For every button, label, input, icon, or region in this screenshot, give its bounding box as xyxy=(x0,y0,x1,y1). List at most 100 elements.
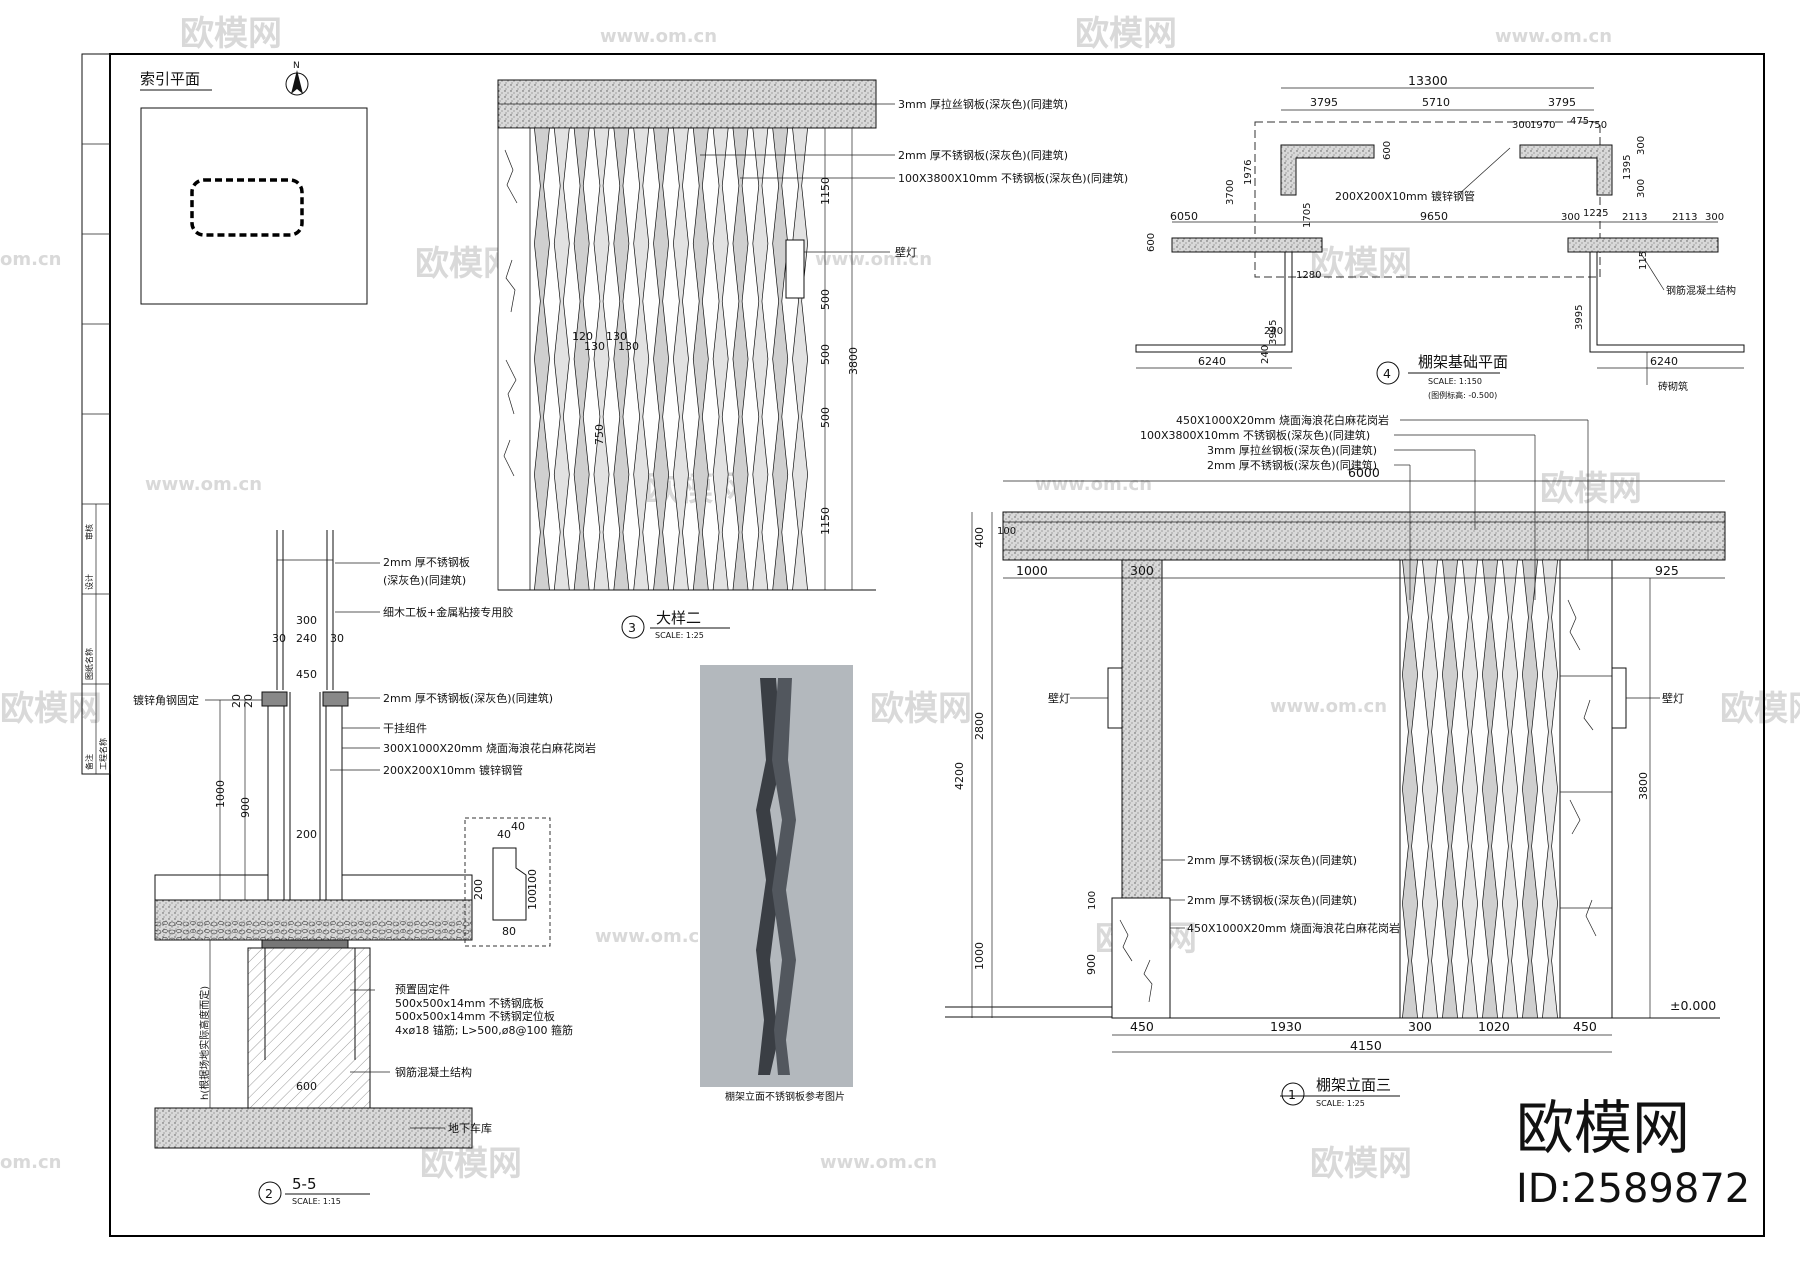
watermark-url-8: www.om.cn xyxy=(595,926,712,947)
index-plan-pergola-outline xyxy=(190,178,304,237)
svg-text:120: 120 xyxy=(572,330,593,343)
svg-text:欧模网: 欧模网 xyxy=(1310,1144,1412,1184)
svg-text:750: 750 xyxy=(1588,120,1607,131)
svg-text:4150: 4150 xyxy=(1350,1038,1382,1053)
watermark-brand-2: 欧模网 xyxy=(1075,14,1177,54)
svg-text:壁灯: 壁灯 xyxy=(1048,691,1070,705)
svg-text:±0.000: ±0.000 xyxy=(1670,998,1716,1013)
index-plan: 索引平面 N xyxy=(140,61,368,305)
svg-text:1000: 1000 xyxy=(1016,563,1048,578)
svg-text:100: 100 xyxy=(526,889,539,910)
svg-text:www.om.cn: www.om.cn xyxy=(820,1152,937,1173)
title-block-strip xyxy=(81,53,111,775)
svg-text:3995: 3995 xyxy=(1268,320,1279,345)
svg-text:ID:2589872: ID:2589872 xyxy=(1516,1166,1750,1212)
section-title: 5-5 xyxy=(292,1175,317,1193)
svg-text:3800: 3800 xyxy=(847,347,860,375)
steel-panel-strip xyxy=(672,127,689,591)
svg-text:SCALE: 1:150: SCALE: 1:150 xyxy=(1428,377,1482,386)
watermark-brand-6: 欧模网 xyxy=(1540,469,1642,509)
svg-text:6240: 6240 xyxy=(1650,355,1678,368)
svg-text:om.cn: om.cn xyxy=(0,1152,61,1173)
svg-text:130: 130 xyxy=(584,340,605,353)
steel-panel-strip xyxy=(553,127,570,591)
svg-text:6240: 6240 xyxy=(1198,355,1226,368)
svg-text:400: 400 xyxy=(973,527,986,548)
svg-text:130: 130 xyxy=(606,330,627,343)
detail-3-number-bubble xyxy=(621,615,645,639)
svg-text:砖砌筑: 砖砌筑 xyxy=(1658,380,1688,393)
pergola-elevation xyxy=(945,480,1726,1053)
watermark-brand-11: 欧模网 xyxy=(420,1144,522,1184)
svg-text:(图例标高: -0.500): (图例标高: -0.500) xyxy=(1428,390,1497,400)
svg-text:200: 200 xyxy=(472,879,485,900)
detail-3-labels: 3mm 厚拉丝钢板(深灰色)(同建筑) 2mm 厚不锈钢板(深灰色)(同建筑) … xyxy=(572,97,1128,640)
svg-text:镀锌角钢固定: 镀锌角钢固定 xyxy=(133,693,199,707)
svg-text:1930: 1930 xyxy=(1270,1019,1302,1034)
foundation-number-bubble xyxy=(1376,361,1400,385)
steel-panel-strip xyxy=(772,127,789,591)
svg-text:240: 240 xyxy=(1264,326,1283,337)
svg-text:欧模网: 欧模网 xyxy=(1720,689,1800,729)
watermark-url-11: om.cn xyxy=(0,1152,61,1173)
svg-text:30: 30 xyxy=(330,632,344,645)
svg-text:h(根据场地实际高度而定): h(根据场地实际高度而定) xyxy=(198,986,211,1100)
svg-text:壁灯: 壁灯 xyxy=(1662,691,1684,705)
svg-text:1150: 1150 xyxy=(819,177,832,205)
svg-text:www.om.cn: www.om.cn xyxy=(1035,474,1152,495)
svg-text:450: 450 xyxy=(1573,1019,1597,1034)
svg-text:www.om.cn: www.om.cn xyxy=(1270,696,1387,717)
svg-text:1000: 1000 xyxy=(973,942,986,970)
watermark-url-2: www.om.cn xyxy=(1495,26,1612,47)
steel-panel-strip xyxy=(613,127,630,591)
svg-text:N: N xyxy=(293,61,300,71)
svg-text:130: 130 xyxy=(618,340,639,353)
steel-panel-strip xyxy=(533,127,550,591)
reference-photo-caption: 棚架立面不锈钢板参考图片 xyxy=(725,1090,845,1103)
svg-text:500: 500 xyxy=(819,407,832,428)
svg-text:欧模网: 欧模网 xyxy=(1516,1094,1690,1162)
svg-text:450X1000X20mm 烧面海浪花白麻花岗岩: 450X1000X20mm 烧面海浪花白麻花岗岩 xyxy=(1187,921,1400,935)
svg-text:925: 925 xyxy=(1655,563,1679,578)
svg-text:500x500x14mm 不锈钢定位板: 500x500x14mm 不锈钢定位板 xyxy=(395,1009,555,1023)
svg-text:SCALE: 1:15: SCALE: 1:15 xyxy=(292,1197,341,1206)
svg-text:600: 600 xyxy=(1146,233,1157,252)
svg-text:600: 600 xyxy=(1382,141,1393,160)
svg-text:100X3800X10mm 不锈钢板(深灰色)(同建筑): 100X3800X10mm 不锈钢板(深灰色)(同建筑) xyxy=(1140,428,1370,442)
index-plan-site-box xyxy=(140,107,368,305)
svg-text:450: 450 xyxy=(1130,1019,1154,1034)
watermark-brand-8: 欧模网 xyxy=(870,689,972,729)
steel-panel-strip xyxy=(633,127,650,591)
svg-text:www.om.cn: www.om.cn xyxy=(1495,26,1612,47)
svg-text:欧模网: 欧模网 xyxy=(180,14,282,54)
svg-text:www.om.cn: www.om.cn xyxy=(145,474,262,495)
svg-text:3700: 3700 xyxy=(1225,180,1236,205)
label-stainless-panel: 100X3800X10mm 不锈钢板(深灰色)(同建筑) xyxy=(898,171,1128,185)
svg-text:4xø18 锚筋; L>500,ø8@100 箍筋: 4xø18 锚筋; L>500,ø8@100 箍筋 xyxy=(395,1023,573,1037)
svg-text:地下车库: 地下车库 xyxy=(448,1121,492,1135)
steel-panel-strip xyxy=(573,127,590,591)
svg-text:1000: 1000 xyxy=(214,780,227,808)
label-brushed-steel: 3mm 厚拉丝钢板(深灰色)(同建筑) xyxy=(898,97,1068,111)
svg-text:图纸名称: 图纸名称 xyxy=(84,648,94,680)
foundation-plan xyxy=(1135,87,1745,369)
svg-text:1150: 1150 xyxy=(819,507,832,535)
svg-text:2mm 厚不锈钢板(深灰色)(同建筑): 2mm 厚不锈钢板(深灰色)(同建筑) xyxy=(1207,458,1377,472)
watermark-brand-9: 欧模网 xyxy=(1720,689,1800,729)
svg-text:9650: 9650 xyxy=(1420,210,1448,223)
foundation-title: 棚架基础平面 xyxy=(1418,353,1508,371)
index-plan-title: 索引平面 xyxy=(140,70,200,88)
svg-text:设计: 设计 xyxy=(84,574,94,590)
steel-panel-strip xyxy=(712,127,729,591)
svg-text:100: 100 xyxy=(1087,891,1098,910)
svg-text:4200: 4200 xyxy=(953,762,966,790)
steel-panel-strip xyxy=(732,127,749,591)
svg-text:1970: 1970 xyxy=(1530,120,1555,131)
svg-text:3995: 3995 xyxy=(1574,305,1585,330)
pergola-elevation-labels: 450X1000X20mm 烧面海浪花白麻花岗岩 100X3800X10mm 不… xyxy=(953,413,1716,1108)
svg-text:300: 300 xyxy=(1130,563,1154,578)
svg-text:475: 475 xyxy=(1570,116,1589,127)
watermark-url-6: www.om.cn xyxy=(1035,474,1152,495)
svg-text:2mm 厚不锈钢板(深灰色)(同建筑): 2mm 厚不锈钢板(深灰色)(同建筑) xyxy=(1187,893,1357,907)
